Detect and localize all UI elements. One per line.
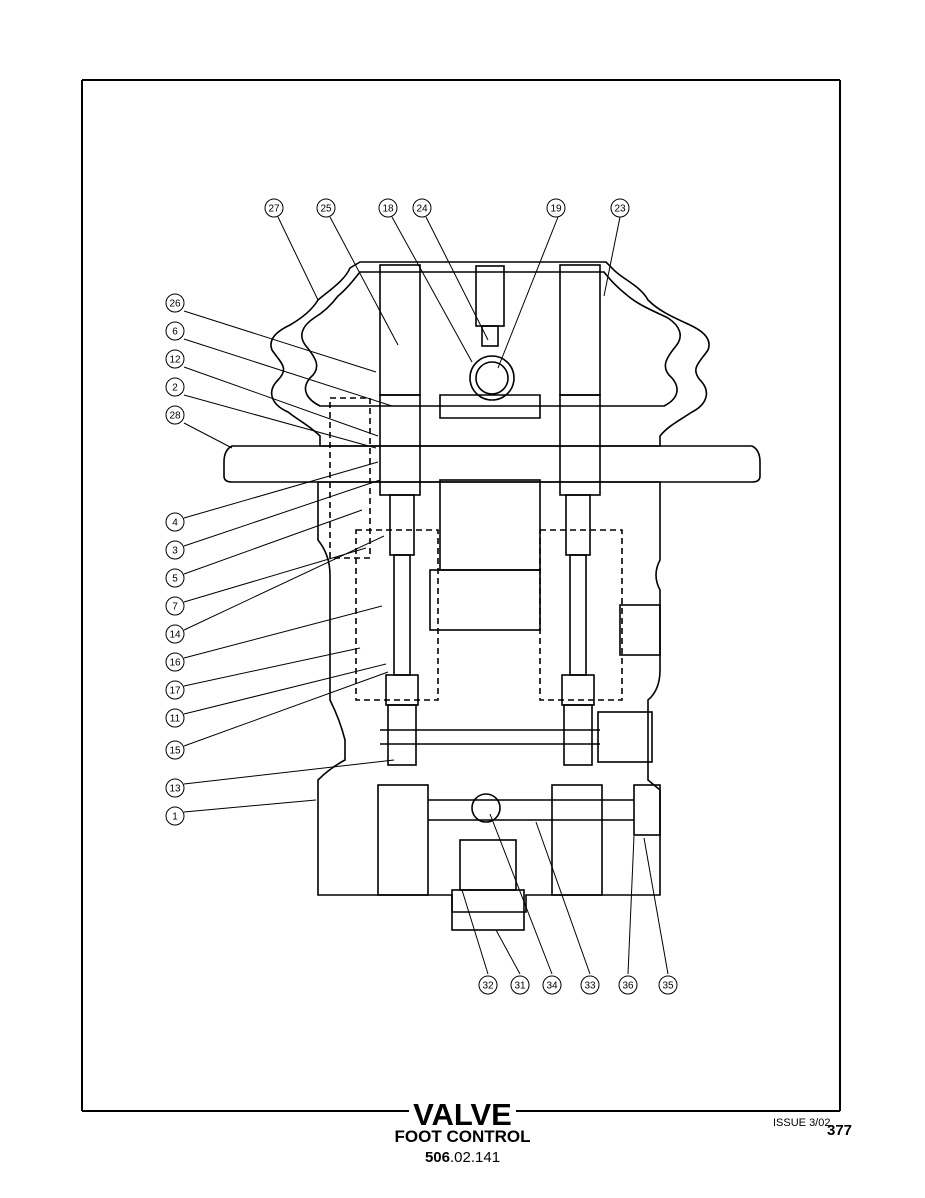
page-number: 377	[827, 1122, 853, 1139]
callout-label-15: 15	[169, 746, 181, 757]
callout-circle-7	[165, 596, 185, 616]
callout-label-3: 3	[172, 546, 178, 557]
callout-label-12: 12	[169, 355, 181, 366]
callout-circle-5	[165, 568, 185, 588]
callout-circle-2	[165, 377, 185, 397]
callout-circle-23	[610, 198, 630, 218]
callout-label-1: 1	[172, 812, 178, 823]
callout-circle-6	[165, 321, 185, 341]
callout-label-14: 14	[169, 630, 181, 641]
callout-label-26: 26	[169, 299, 181, 310]
callout-circle-31	[510, 975, 530, 995]
callout-circle-25	[316, 198, 336, 218]
part-number: 506.02.141	[0, 1149, 925, 1166]
part-number-suffix: .02.141	[449, 1149, 501, 1166]
diagram-title: VALVE	[0, 1097, 925, 1133]
callout-circle-13	[165, 778, 185, 798]
callout-circle-12	[165, 349, 185, 369]
callout-label-13: 13	[169, 784, 181, 795]
callout-circle-11	[165, 708, 185, 728]
callout-label-4: 4	[172, 518, 178, 529]
callout-circle-26	[165, 293, 185, 313]
callout-circle-28	[165, 405, 185, 425]
callout-circle-17	[165, 680, 185, 700]
callout-label-24: 24	[416, 204, 428, 215]
callout-circle-18	[378, 198, 398, 218]
callout-circle-27	[264, 198, 284, 218]
callout-label-2: 2	[172, 383, 178, 394]
callout-label-7: 7	[172, 602, 178, 613]
callout-label-6: 6	[172, 327, 178, 338]
callout-label-23: 23	[614, 204, 626, 215]
callout-circle-3	[165, 540, 185, 560]
callout-circle-24	[412, 198, 432, 218]
callout-circle-32	[478, 975, 498, 995]
callout-label-28: 28	[169, 411, 181, 422]
valve-body	[223, 261, 761, 931]
part-number-prefix: 506	[424, 1149, 450, 1166]
callout-label-27: 27	[268, 204, 280, 215]
callout-circle-1	[165, 806, 185, 826]
callout-circle-19	[546, 198, 566, 218]
callout-label-35: 35	[662, 981, 674, 992]
callout-label-36: 36	[622, 981, 634, 992]
callout-circle-16	[165, 652, 185, 672]
callout-label-17: 17	[169, 686, 181, 697]
callout-circle-4	[165, 512, 185, 532]
callout-label-5: 5	[172, 574, 178, 585]
callout-circle-15	[165, 740, 185, 760]
callout-label-11: 11	[170, 714, 181, 725]
callout-label-19: 19	[550, 204, 562, 215]
callout-label-34: 34	[546, 981, 558, 992]
leader-lines	[183, 216, 669, 975]
callout-circle-36	[618, 975, 638, 995]
callout-circle-33	[580, 975, 600, 995]
callout-label-32: 32	[482, 981, 494, 992]
callout-label-16: 16	[169, 658, 181, 669]
callout-label-18: 18	[382, 204, 394, 215]
diagram-subtitle: FOOT CONTROL	[394, 1127, 531, 1146]
callout-circle-14	[165, 624, 185, 644]
callout-label-31: 31	[514, 981, 526, 992]
callout-circle-34	[542, 975, 562, 995]
callout-circle-35	[658, 975, 678, 995]
drawing-border	[81, 79, 841, 1112]
issue-label: ISSUE 3/02	[773, 1117, 831, 1129]
callout-label-33: 33	[584, 981, 596, 992]
callout-label-25: 25	[320, 204, 332, 215]
